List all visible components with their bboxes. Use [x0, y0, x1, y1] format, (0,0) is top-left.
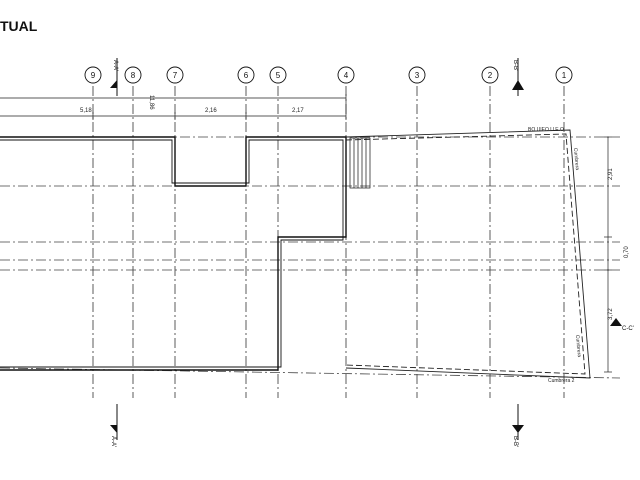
- svg-text:A-A': A-A': [110, 436, 116, 447]
- section-marker-c: C-C': [610, 318, 634, 332]
- grid-bubble-4: [337, 66, 355, 84]
- grid-label-2: 2: [488, 71, 493, 80]
- drawing-title: TUAL: [0, 18, 38, 34]
- note-side-upper: Cumbrera: [572, 148, 580, 171]
- dimension-right-2: 0,70: [624, 246, 630, 258]
- grid-label-3: 3: [415, 71, 420, 80]
- grid-label-1: 1: [562, 71, 567, 80]
- grid-bubble-6: [237, 66, 255, 84]
- grid-bubble-1: [555, 66, 573, 84]
- svg-text:C-C': C-C': [622, 326, 634, 332]
- section-marker-b-bottom: B-B': [512, 404, 524, 447]
- grid-label-8: 8: [131, 71, 136, 80]
- dimension-lines: [0, 94, 612, 373]
- svg-text:B-B': B-B': [512, 436, 518, 447]
- note-side-lower: Cumbrera: [574, 335, 582, 358]
- grid-label-4: 4: [344, 71, 349, 80]
- section-marker-a-bottom: A-A': [110, 404, 118, 447]
- dimension-right-1: 2,91: [608, 168, 614, 180]
- grid-bubble-2: [481, 66, 499, 84]
- grid-bubble-5: [269, 66, 287, 84]
- grid-label-5: 5: [276, 71, 281, 80]
- section-marker-a-top: A-A': [110, 58, 118, 96]
- section-marker-b-top: B-B': [512, 58, 524, 96]
- stair-hatch: [349, 137, 371, 189]
- grid-label-6: 6: [244, 71, 249, 80]
- svg-text:A-A': A-A': [112, 60, 118, 71]
- grid-label-7: 7: [173, 71, 178, 80]
- grid-lines: 9 8 7 6 5 4 3 2 1: [84, 66, 573, 398]
- grid-bubble-7: [166, 66, 184, 84]
- grid-bubble-3: [408, 66, 426, 84]
- building-outline: [0, 136, 347, 371]
- dimension-right-3: 3,72: [608, 308, 614, 320]
- grid-label-9: 9: [91, 71, 96, 80]
- lot-outline: [345, 129, 591, 379]
- svg-text:B-B': B-B': [512, 60, 518, 71]
- grid-bubble-9: [84, 66, 102, 84]
- dimension-left: 5,18: [80, 108, 92, 114]
- grid-bubble-8: [124, 66, 142, 84]
- note-top-right: BO.UIEO.U.E.O: [528, 127, 564, 133]
- note-bottom-right: Cumbrera 2: [548, 378, 575, 384]
- dimension-overall: 11,86: [148, 95, 154, 110]
- dimension-middle: 2,16: [205, 108, 217, 114]
- dimension-right: 2,17: [292, 108, 304, 114]
